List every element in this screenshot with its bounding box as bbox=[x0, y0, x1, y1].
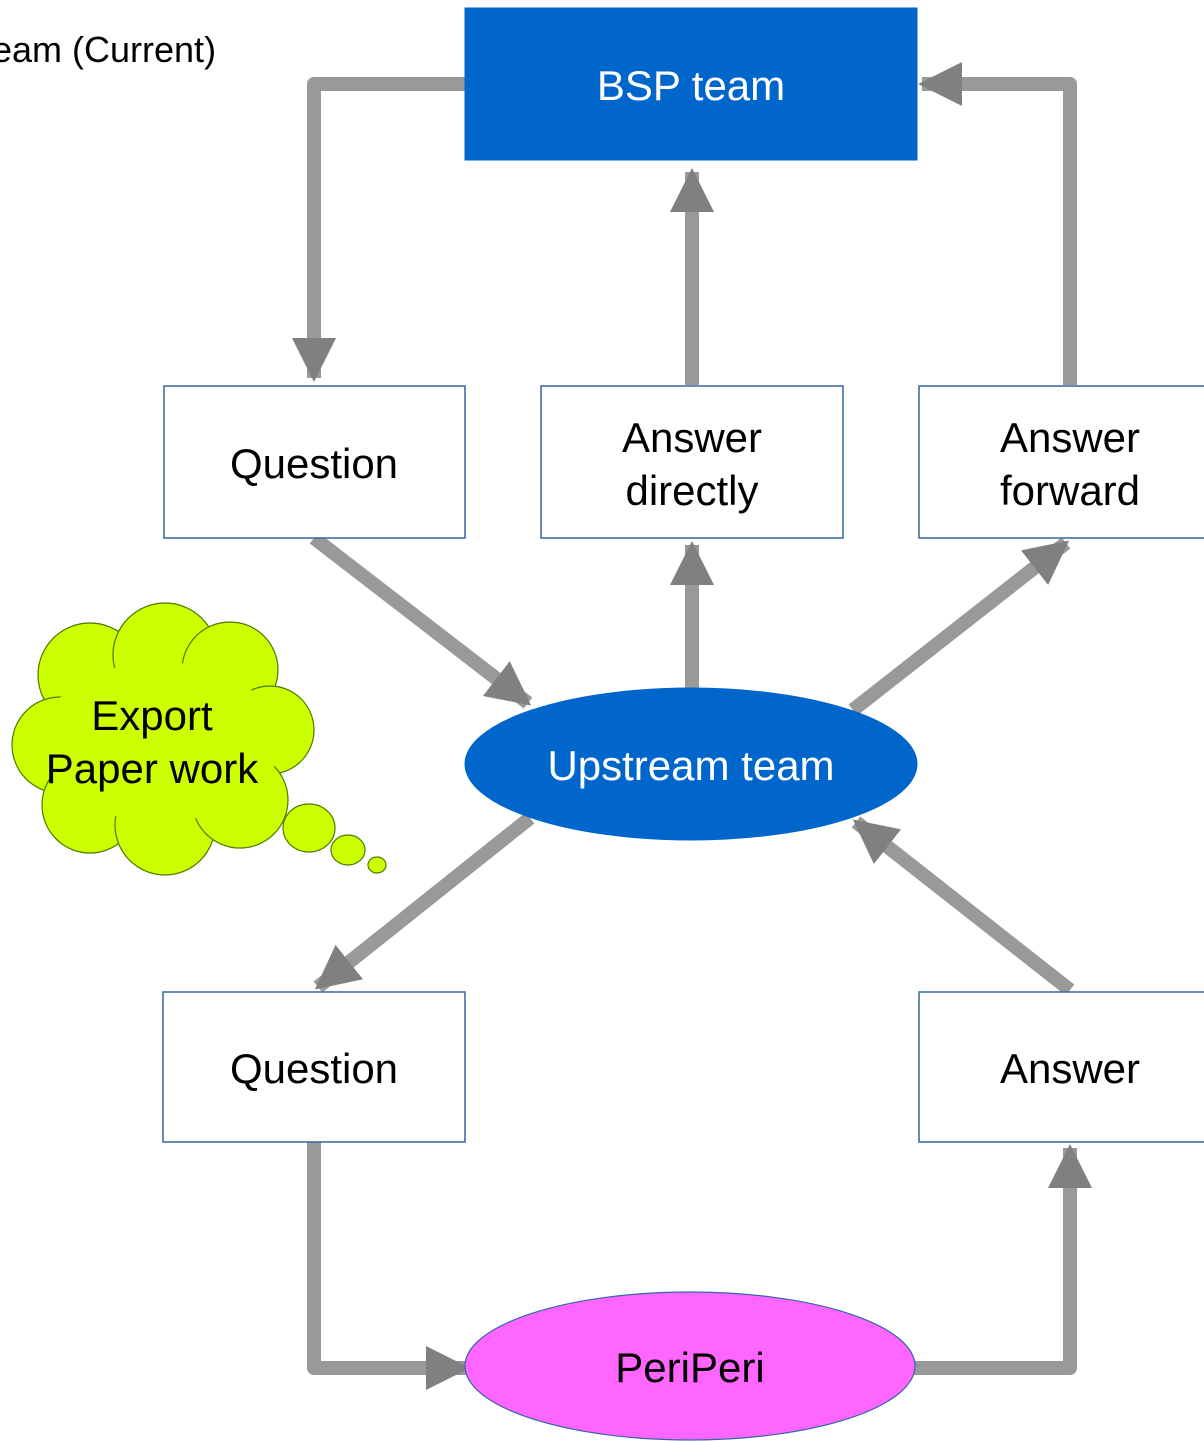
answer-bottom-label: Answer bbox=[1000, 1045, 1140, 1092]
bsp-team-node: BSP team bbox=[464, 7, 918, 161]
arrow-question-to-periperi bbox=[307, 1142, 470, 1390]
arrow-question-to-upstream bbox=[309, 532, 533, 709]
arrow-periperi-to-answer bbox=[914, 1144, 1092, 1375]
bsp-team-label: BSP team bbox=[597, 62, 785, 109]
periperi-node: PeriPeri bbox=[464, 1291, 916, 1441]
thought-cloud: Export Paper work bbox=[11, 602, 387, 876]
upstream-team-label: Upstream team bbox=[547, 742, 834, 789]
arrow-upstream-to-answer-forward bbox=[848, 537, 1071, 716]
thought-bubble-medium bbox=[330, 834, 366, 866]
upstream-team-node: Upstream team bbox=[464, 687, 918, 841]
thought-bubble-small bbox=[367, 856, 387, 874]
arrow-answer-forward-to-bsp bbox=[918, 62, 1077, 385]
answer-directly-label-line2: directly bbox=[625, 467, 758, 514]
answer-directly-node: Answer directly bbox=[540, 385, 844, 539]
question-top-label: Question bbox=[230, 440, 398, 487]
question-bottom-node: Question bbox=[162, 991, 466, 1143]
periperi-label: PeriPeri bbox=[615, 1344, 764, 1391]
arrow-bsp-to-question bbox=[292, 77, 466, 382]
thought-bubble-large bbox=[282, 803, 336, 853]
question-bottom-label: Question bbox=[230, 1045, 398, 1092]
thought-cloud-line1: Export bbox=[91, 692, 213, 739]
answer-directly-label-line1: Answer bbox=[622, 414, 762, 461]
arrow-upstream-to-question-bottom bbox=[313, 812, 535, 993]
answer-bottom-node: Answer bbox=[918, 991, 1204, 1143]
question-top-node: Question bbox=[163, 385, 466, 539]
answer-forward-node: Answer forward bbox=[918, 385, 1204, 539]
thought-cloud-line2: Paper work bbox=[46, 745, 259, 792]
answer-forward-label-line1: Answer bbox=[1000, 414, 1140, 461]
diagram-title: eam (Current) bbox=[0, 29, 216, 70]
answer-forward-label-line2: forward bbox=[1000, 467, 1140, 514]
arrow-answer-to-upstream bbox=[851, 816, 1075, 996]
